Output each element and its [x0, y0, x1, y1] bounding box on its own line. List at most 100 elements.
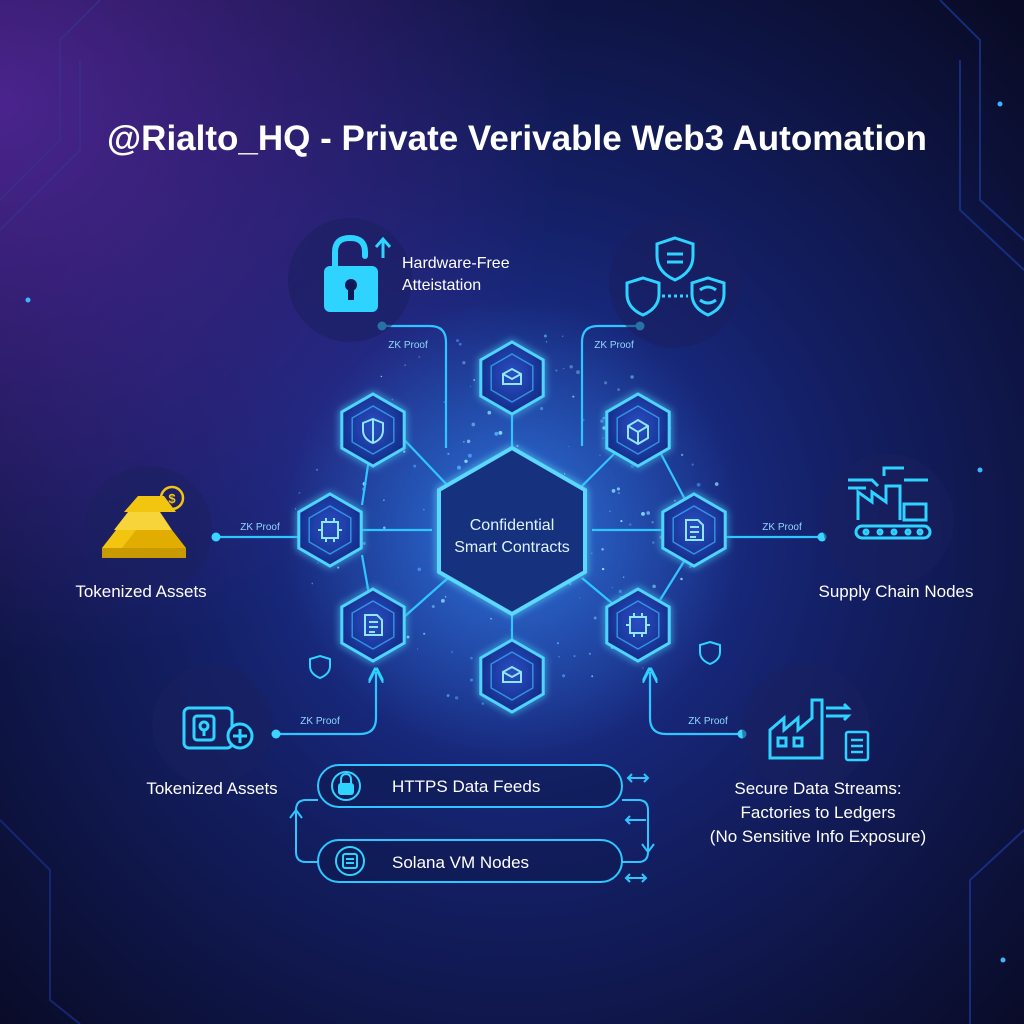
particle — [576, 370, 580, 375]
particle — [451, 651, 453, 653]
hex-node-right-inner-ring — [672, 505, 716, 555]
https-feed-pill — [317, 764, 623, 808]
ledger-icon — [844, 730, 870, 762]
hex-node-top-right-hexagon — [605, 392, 671, 468]
corner-spark — [997, 101, 1003, 107]
feed-loop-arrows — [289, 773, 655, 883]
corner-spark — [25, 297, 31, 303]
particle — [601, 567, 605, 571]
unlock-icon — [324, 234, 378, 312]
particle — [383, 499, 385, 501]
center-label-line1: Confidential — [470, 517, 555, 534]
zk-label-hardware: ZK Proof — [388, 340, 428, 351]
zk-line-shields — [580, 324, 640, 446]
particle — [617, 388, 620, 391]
particle — [473, 378, 476, 381]
particle — [602, 437, 604, 439]
hex-node-bottom-right[interactable] — [605, 587, 671, 663]
hex-node-top-left[interactable] — [340, 392, 406, 468]
tokenized-assets-gold[interactable]: $ — [84, 466, 212, 594]
particle — [563, 367, 565, 370]
small-shield-icon-right — [699, 640, 721, 666]
center-node[interactable] — [437, 445, 587, 617]
particle — [454, 696, 459, 700]
particle — [444, 595, 447, 598]
particle — [423, 632, 426, 635]
secure-streams-line3: (No Sensitive Info Exposure) — [710, 827, 926, 846]
lock-icon — [338, 772, 354, 795]
secure-streams-line1: Secure Data Streams: — [734, 779, 901, 798]
hex-node-bottom[interactable] — [479, 638, 545, 714]
dot-vault — [271, 729, 281, 739]
particle — [578, 597, 581, 599]
hex-node-bottom-left[interactable] — [340, 587, 406, 663]
server-icon — [342, 853, 358, 869]
particle — [464, 459, 468, 463]
supply-icon-backdrop — [822, 454, 954, 586]
loop-left — [295, 799, 318, 863]
factory-icon — [768, 698, 852, 760]
gold-bars-icon — [102, 496, 186, 558]
solana-vm-nodes[interactable]: Solana VM Nodes — [317, 839, 623, 883]
particle — [311, 582, 314, 585]
particle — [602, 426, 606, 430]
hex-node-left[interactable] — [297, 492, 363, 568]
plus-circle-icon — [226, 722, 254, 750]
hex-node-right[interactable] — [661, 492, 727, 568]
particle — [601, 548, 604, 551]
particle — [623, 576, 625, 578]
particle — [462, 361, 466, 365]
hex-node-bottom-right-hexagon — [605, 587, 671, 663]
zk-line-hardware — [382, 324, 448, 448]
security-shields[interactable] — [609, 216, 741, 348]
corner-spark — [1000, 957, 1006, 963]
particle — [471, 422, 476, 427]
particle — [417, 567, 422, 572]
particle — [545, 341, 548, 343]
particle — [383, 526, 386, 530]
particle — [440, 598, 445, 603]
particle — [590, 552, 593, 555]
shield-brain-icon — [690, 276, 726, 317]
double-arrow-bottom — [624, 873, 648, 883]
particle — [628, 523, 632, 526]
particle — [469, 678, 474, 682]
hardware-attestation[interactable] — [288, 218, 412, 342]
coin-icon: $ — [159, 485, 185, 511]
arrow-up-icon — [374, 236, 392, 258]
factory-icon-backdrop — [742, 664, 870, 792]
particle — [316, 468, 318, 471]
particle — [591, 675, 594, 678]
https-data-feeds[interactable]: HTTPS Data Feeds — [317, 764, 623, 808]
small-shield-icon-left — [309, 654, 331, 680]
particle — [494, 431, 499, 436]
particle — [599, 454, 601, 457]
particle — [458, 342, 462, 346]
hex-node-top-right[interactable] — [605, 392, 671, 468]
particle — [490, 617, 493, 620]
particle — [467, 453, 472, 458]
particle — [446, 694, 450, 697]
particle — [362, 541, 366, 545]
particle — [593, 616, 597, 620]
zk-line-factory — [650, 672, 742, 736]
particle — [463, 440, 465, 443]
particle — [469, 385, 472, 388]
https-feed-label: HTTPS Data Feeds — [392, 777, 540, 796]
particle — [540, 407, 544, 411]
supply-chain-nodes[interactable] — [822, 454, 954, 586]
zk-line-vault — [276, 672, 376, 736]
tokenized-assets-vault[interactable] — [152, 665, 272, 785]
connectors — [216, 324, 822, 736]
hardware-label-line2: Atteistation — [402, 277, 481, 294]
small-badges — [309, 640, 721, 680]
hex-node-bottom-left-doc-icon — [364, 614, 383, 636]
solana-node-label: Solana VM Nodes — [392, 853, 529, 872]
hex-node-top[interactable] — [479, 340, 545, 416]
double-arrow-top — [626, 773, 650, 783]
particle — [294, 508, 297, 510]
particle — [423, 508, 425, 511]
secure-data-factory[interactable] — [742, 664, 870, 792]
loop-right — [622, 799, 649, 863]
corner-decoration-bottom-left — [0, 819, 81, 1024]
